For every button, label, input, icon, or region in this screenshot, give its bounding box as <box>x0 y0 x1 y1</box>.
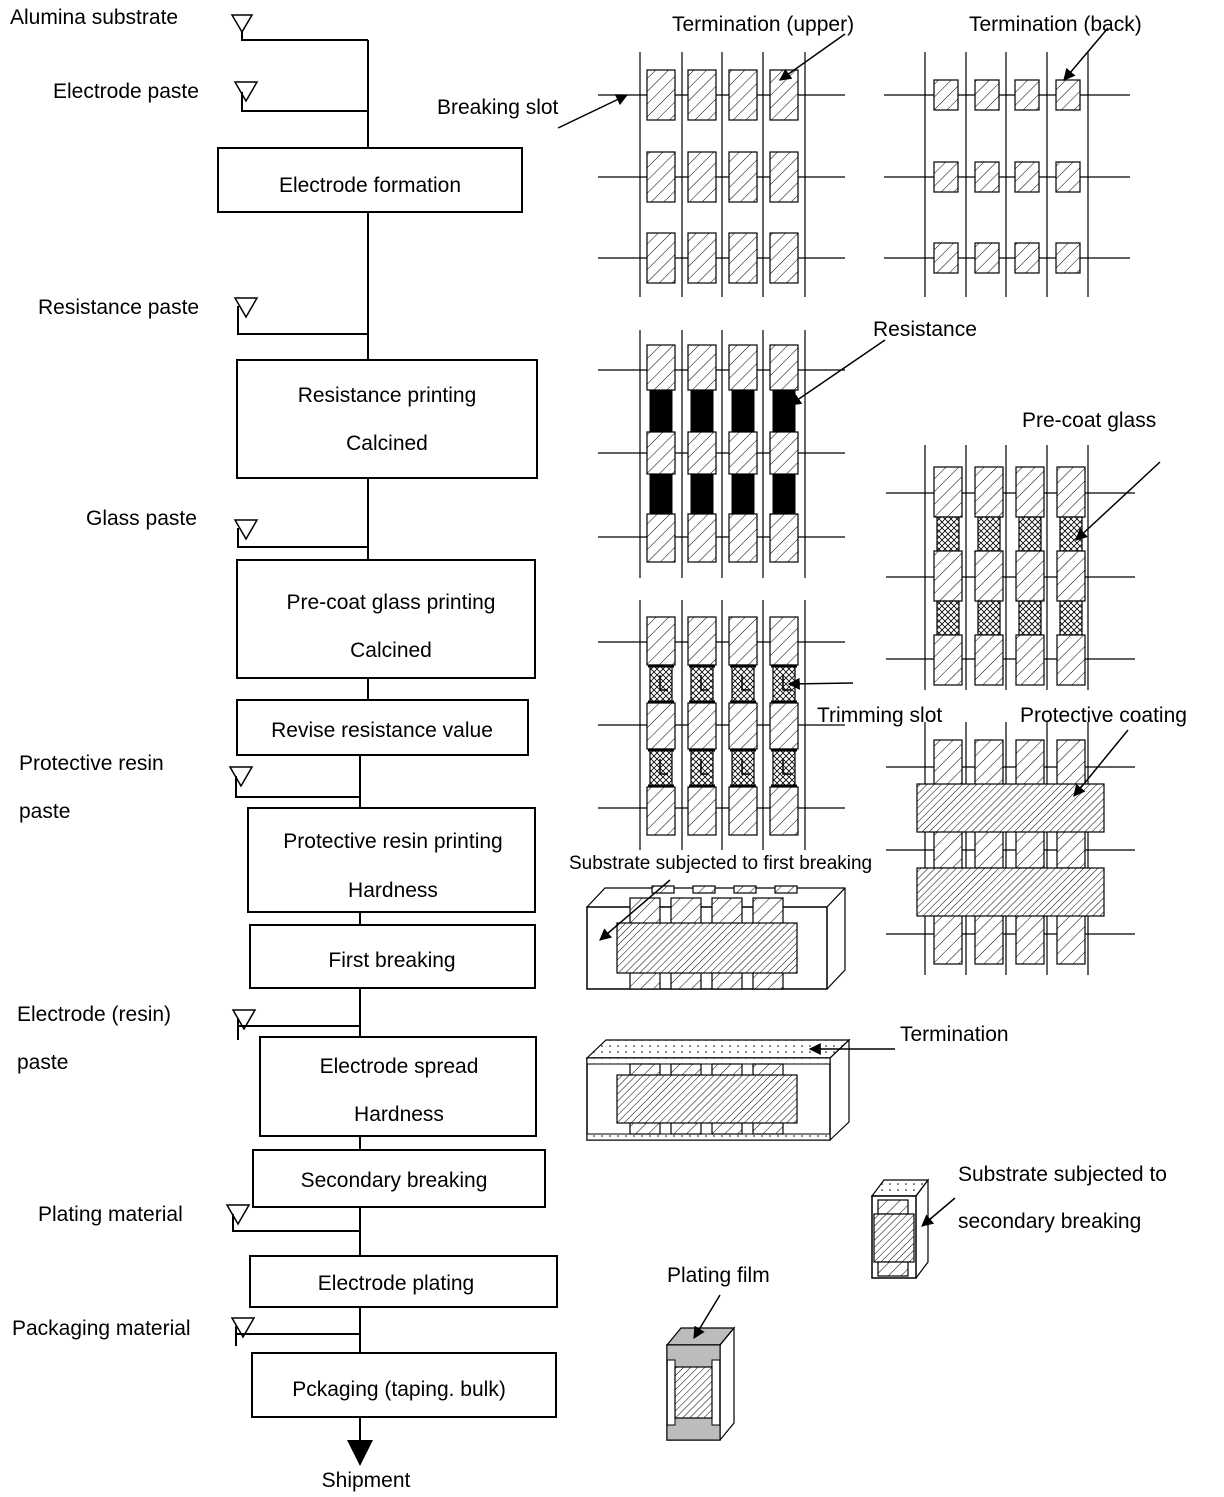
callout-breaking-slot: Breaking slot <box>437 96 559 119</box>
pre-coat-glass-grid <box>886 445 1135 690</box>
input-label: Alumina substrate <box>10 6 178 29</box>
process-step: Secondary breaking <box>252 1149 546 1208</box>
callout-trimming-slot: Trimming slot <box>817 704 942 727</box>
step-label: Pckaging (taping. bulk) <box>292 1378 506 1401</box>
process-step: Electrode spread Hardness <box>259 1036 537 1137</box>
step-label: Pre-coat glass printing <box>287 591 496 614</box>
process-step: Resistance printing Calcined <box>236 359 538 479</box>
trimming-slot-grid <box>598 600 845 850</box>
input-connectors <box>225 14 368 1346</box>
callout-resistance: Resistance <box>873 318 977 341</box>
callout-first-breaking: Substrate subjected to first breaking <box>569 853 872 874</box>
callout-plating-film: Plating film <box>667 1264 770 1287</box>
protective-coating-grid <box>886 722 1135 975</box>
input-label: Resistance paste <box>38 296 199 319</box>
callout-protective-coating: Protective coating <box>1020 704 1187 727</box>
termination-substrate <box>585 1038 851 1141</box>
process-step: Protective resin printing Hardness <box>247 807 536 913</box>
first-breaking-substrate <box>586 885 846 990</box>
process-step: Electrode formation <box>217 147 523 213</box>
callout-secondary-breaking: Substrate subjected to <box>958 1163 1167 1186</box>
callout-secondary-breaking: secondary breaking <box>958 1210 1141 1233</box>
callout-termination-back: Termination (back) <box>969 13 1142 36</box>
resistance-grid <box>598 330 845 578</box>
step-label: Protective resin printing <box>283 830 502 853</box>
shipment-label: Shipment <box>322 1469 411 1492</box>
flow-chart: Electrode formation Resistance printing … <box>10 6 558 1492</box>
process-step: Electrode plating <box>249 1255 558 1308</box>
step-label: Electrode formation <box>279 174 461 197</box>
input-label: Glass paste <box>86 507 197 530</box>
input-label: Electrode paste <box>53 80 199 103</box>
process-step: Revise resistance value <box>236 699 529 756</box>
input-label: Packaging material <box>12 1317 191 1340</box>
secondary-breaking-chip <box>870 1178 930 1279</box>
input-label: Plating material <box>38 1203 183 1226</box>
plated-chip <box>665 1326 736 1441</box>
termination-upper-grid <box>598 52 845 297</box>
step-label: Revise resistance value <box>271 719 493 742</box>
callout-termination-upper: Termination (upper) <box>672 13 854 36</box>
input-label: Electrode (resin) <box>17 1003 171 1026</box>
step-label: Secondary breaking <box>301 1169 488 1192</box>
step-label: Calcined <box>350 639 432 662</box>
step-label: Hardness <box>348 879 438 902</box>
step-label: First breaking <box>328 949 455 972</box>
step-label: Calcined <box>346 432 428 455</box>
step-label: Resistance printing <box>298 384 477 407</box>
input-label: Protective resin <box>19 752 164 775</box>
callout-pre-coat-glass: Pre-coat glass <box>1022 409 1156 432</box>
step-label: Electrode spread <box>320 1055 479 1078</box>
process-step: Pre-coat glass printing Calcined <box>236 559 536 679</box>
step-label: Electrode plating <box>318 1272 474 1295</box>
step-label: Hardness <box>354 1103 444 1126</box>
callout-termination: Termination <box>900 1023 1009 1046</box>
input-label: paste <box>19 800 70 823</box>
termination-back-grid <box>884 52 1130 297</box>
shipment-arrow-icon <box>347 1440 373 1466</box>
input-label: paste <box>17 1051 68 1074</box>
process-step: First breaking <box>249 924 536 989</box>
process-step: Pckaging (taping. bulk) <box>251 1352 557 1418</box>
